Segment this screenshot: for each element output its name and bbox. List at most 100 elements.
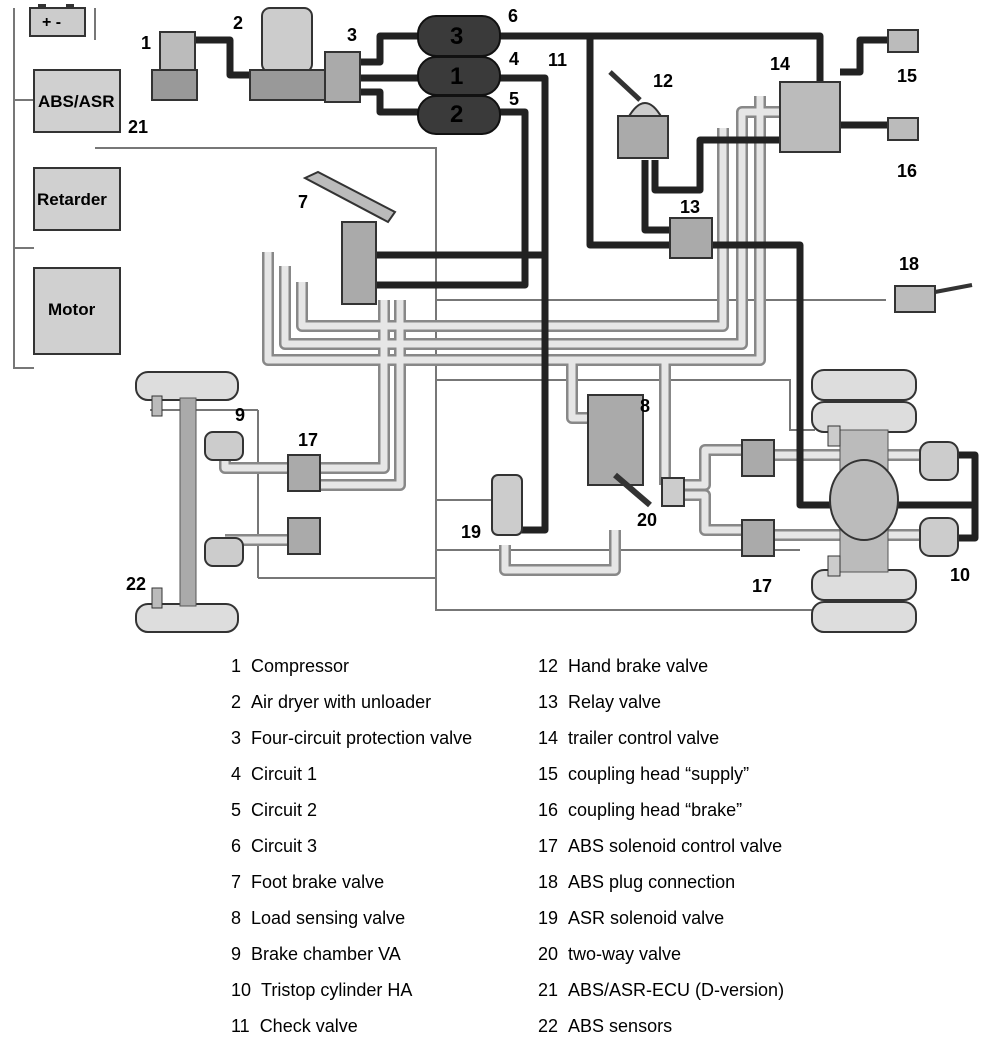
legend-number: 5 — [231, 800, 242, 820]
legend-number: 10 — [231, 980, 252, 1000]
legend-item: 10 Tristop cylinder HA — [231, 972, 472, 1008]
legend-label: ABS sensors — [568, 1016, 673, 1036]
air-tank-2: 2 — [417, 95, 501, 135]
coupling-head-brake — [887, 117, 919, 141]
legend-label: Foot brake valve — [251, 872, 385, 892]
air-tank-1: 1 — [417, 56, 501, 96]
legend-label: two-way valve — [568, 944, 682, 964]
legend-number: 13 — [538, 692, 559, 712]
legend-number: 19 — [538, 908, 559, 928]
ecu-retarder: Retarder — [33, 167, 121, 231]
coupling-head-supply — [887, 29, 919, 53]
tristop-cylinder-upper — [919, 441, 959, 481]
air-dryer — [249, 7, 326, 101]
ecu-abs-label: ABS/ASR — [38, 92, 115, 111]
callout-4: 4 — [509, 49, 519, 69]
legend-item: 4 Circuit 1 — [231, 756, 472, 792]
four-circuit-protection-valve — [324, 51, 361, 103]
callout-12: 12 — [653, 71, 673, 91]
legend-label: Air dryer with unloader — [251, 692, 432, 712]
foot-brake-valve — [302, 170, 397, 305]
legend-number: 11 — [231, 1016, 250, 1036]
legend-number: 14 — [538, 728, 559, 748]
legend-number: 2 — [231, 692, 242, 712]
callout-5: 5 — [509, 89, 519, 109]
callout-8: 8 — [640, 396, 650, 416]
callout-17-rear: 17 — [752, 576, 772, 596]
brake-system-diagram: + - ABS/ASR Retarder Motor 3 1 2 — [13, 4, 979, 633]
legend-item: 19 ASR solenoid valve — [538, 900, 784, 936]
legend-label: Circuit 1 — [251, 764, 318, 784]
abs-valve-front-lower — [287, 517, 321, 555]
legend-label: Circuit 3 — [251, 836, 318, 856]
legend-label: coupling head “supply” — [568, 764, 750, 784]
legend-label: Hand brake valve — [568, 656, 709, 676]
compressor — [151, 31, 198, 101]
abs-plug-connection — [894, 283, 973, 313]
callout-21: 21 — [128, 117, 148, 137]
legend-label: ASR solenoid valve — [568, 908, 725, 928]
callout-22: 22 — [126, 574, 146, 594]
tank-2-label: 2 — [450, 101, 463, 128]
legend-number: 7 — [231, 872, 242, 892]
legend-number: 4 — [231, 764, 242, 784]
legend-number: 12 — [538, 656, 559, 676]
rear-axle — [811, 369, 917, 633]
brake-chamber-front-lower — [204, 537, 244, 567]
callout-6: 6 — [508, 6, 518, 26]
callout-18: 18 — [899, 254, 919, 274]
tank-3-label: 3 — [450, 23, 463, 50]
legend-label: Check valve — [259, 1016, 358, 1036]
callout-1: 1 — [141, 33, 151, 53]
callout-16: 16 — [897, 161, 917, 181]
legend-item: 7 Foot brake valve — [231, 864, 472, 900]
abs-valve-front-upper — [287, 454, 321, 492]
legend-item: 2 Air dryer with unloader — [231, 684, 472, 720]
trailer-control-valve — [779, 81, 841, 153]
legend-number: 8 — [231, 908, 242, 928]
legend-item: 11 Check valve — [231, 1008, 472, 1044]
battery-symbol: + - — [42, 14, 61, 31]
abs-valve-rear-lower — [741, 519, 775, 557]
ecu-motor-label: Motor — [48, 300, 96, 319]
legend-label: Circuit 2 — [251, 800, 318, 820]
legend-label: Load sensing valve — [251, 908, 406, 928]
callout-3: 3 — [347, 25, 357, 45]
callout-20: 20 — [637, 510, 657, 530]
control-pipes — [219, 96, 935, 576]
legend-label: Compressor — [251, 656, 350, 676]
legend-item: 8 Load sensing valve — [231, 900, 472, 936]
callout-2: 2 — [233, 13, 243, 33]
tristop-cylinder-lower — [919, 517, 959, 557]
legend-label: ABS solenoid control valve — [568, 836, 783, 856]
tank-1-label: 1 — [450, 63, 463, 90]
legend-label: coupling head “brake” — [568, 800, 743, 820]
legend-label: Tristop cylinder HA — [261, 980, 413, 1000]
legend-number: 15 — [538, 764, 559, 784]
callouts: 1 2 3 4 5 6 7 8 9 10 11 12 13 14 15 16 1… — [126, 6, 970, 596]
ecu-abs-asr: ABS/ASR — [33, 69, 121, 133]
legend-item: 15 coupling head “supply” — [538, 756, 784, 792]
legend-number: 3 — [231, 728, 242, 748]
legend-label: Relay valve — [568, 692, 662, 712]
ecu-motor: Motor — [33, 267, 121, 355]
load-sensing-valve — [587, 394, 652, 508]
battery: + - — [29, 4, 86, 37]
legend-number: 21 — [538, 980, 559, 1000]
legend-item: 5 Circuit 2 — [231, 792, 472, 828]
callout-7: 7 — [298, 192, 308, 212]
legend-item: 13 Relay valve — [538, 684, 784, 720]
relay-valve — [669, 217, 713, 259]
air-tank-3: 3 — [417, 15, 501, 57]
